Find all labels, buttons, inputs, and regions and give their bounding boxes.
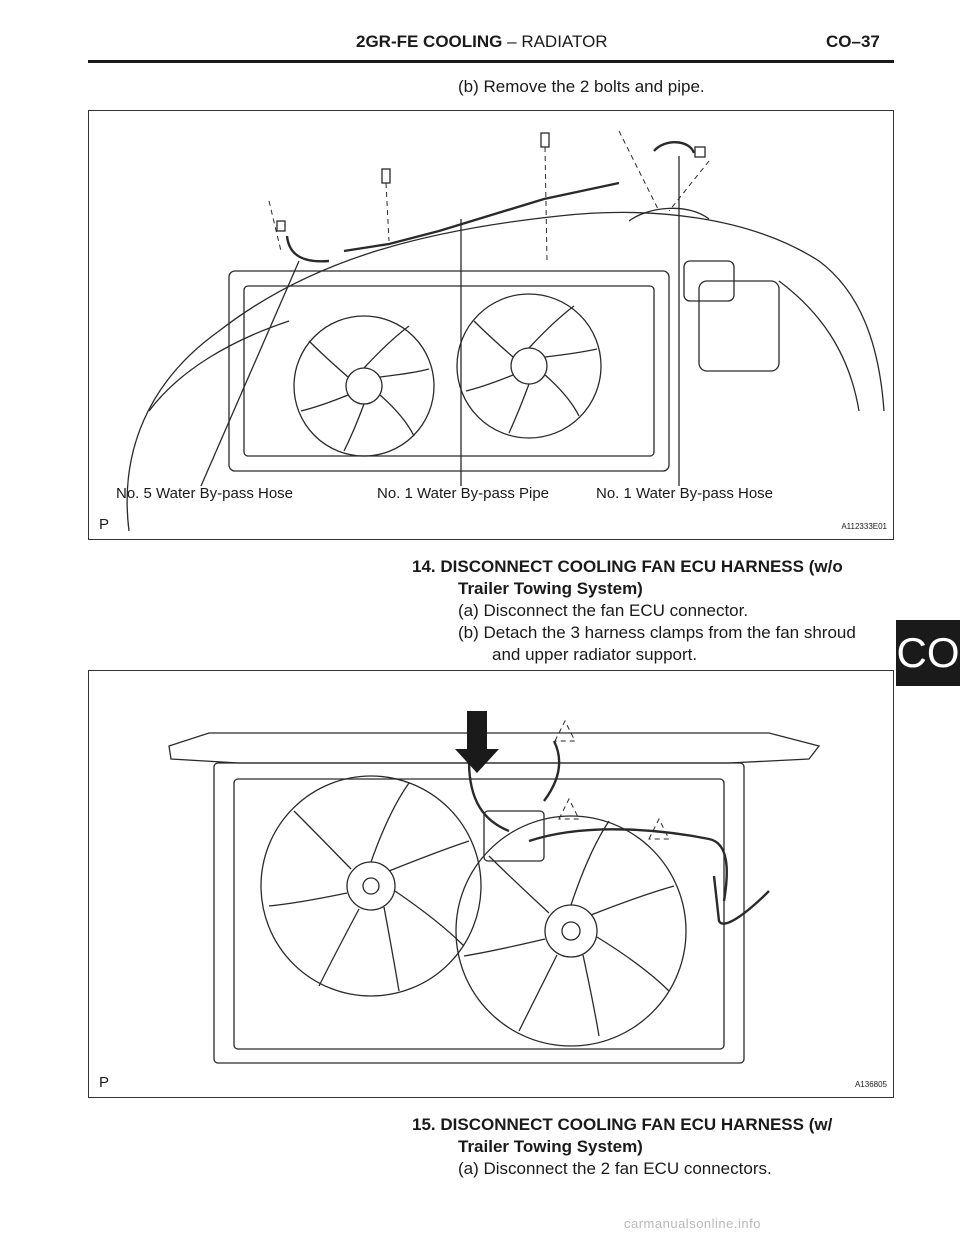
page-number: CO–37 (826, 32, 880, 51)
section-tab-co: CO (896, 620, 960, 686)
step-14-heading-line1: 14. DISCONNECT COOLING FAN ECU HARNESS (… (412, 557, 843, 576)
figure-corner-label: P (99, 1074, 110, 1091)
callout-no5-water-bypass-hose: No. 5 Water By-pass Hose (116, 485, 294, 502)
watermark: carmanualsonline.info (624, 1216, 761, 1231)
step-14b-line1: (b) Detach the 3 harness clamps from the… (458, 623, 856, 642)
header-section: 2GR-FE COOLING (356, 32, 503, 51)
figure-water-bypass-pipe: No. 5 Water By-pass Hose No. 1 Water By-… (88, 110, 894, 540)
callout-no1-water-bypass-pipe: No. 1 Water By-pass Pipe (377, 485, 550, 502)
figure-id: A112333E01 (841, 522, 887, 531)
header-title: 2GR-FE COOLING – RADIATOR (356, 32, 608, 52)
callout-no1-water-bypass-hose: No. 1 Water By-pass Hose (596, 485, 774, 502)
step-14b-line2: and upper radiator support. (492, 645, 698, 664)
figure-fan-ecu-harness: P A136805 (88, 670, 894, 1098)
header-rule (88, 60, 894, 63)
step-14-heading-line2: Trailer Towing System) (458, 579, 643, 598)
step-15-heading-line2: Trailer Towing System) (458, 1137, 643, 1156)
step-b-remove-bolts: (b) Remove the 2 bolts and pipe. (458, 77, 705, 96)
step-14a: (a) Disconnect the fan ECU connector. (458, 601, 749, 620)
step-15a: (a) Disconnect the 2 fan ECU connectors. (458, 1159, 772, 1178)
fan-shroud-illustration (168, 711, 821, 1064)
header-subsection: – RADIATOR (507, 32, 608, 51)
figure-corner-label: P (99, 516, 110, 533)
step-15-heading-line1: 15. DISCONNECT COOLING FAN ECU HARNESS (… (412, 1115, 833, 1134)
figure-id: A136805 (854, 1080, 887, 1089)
engine-bay-illustration (126, 130, 885, 532)
